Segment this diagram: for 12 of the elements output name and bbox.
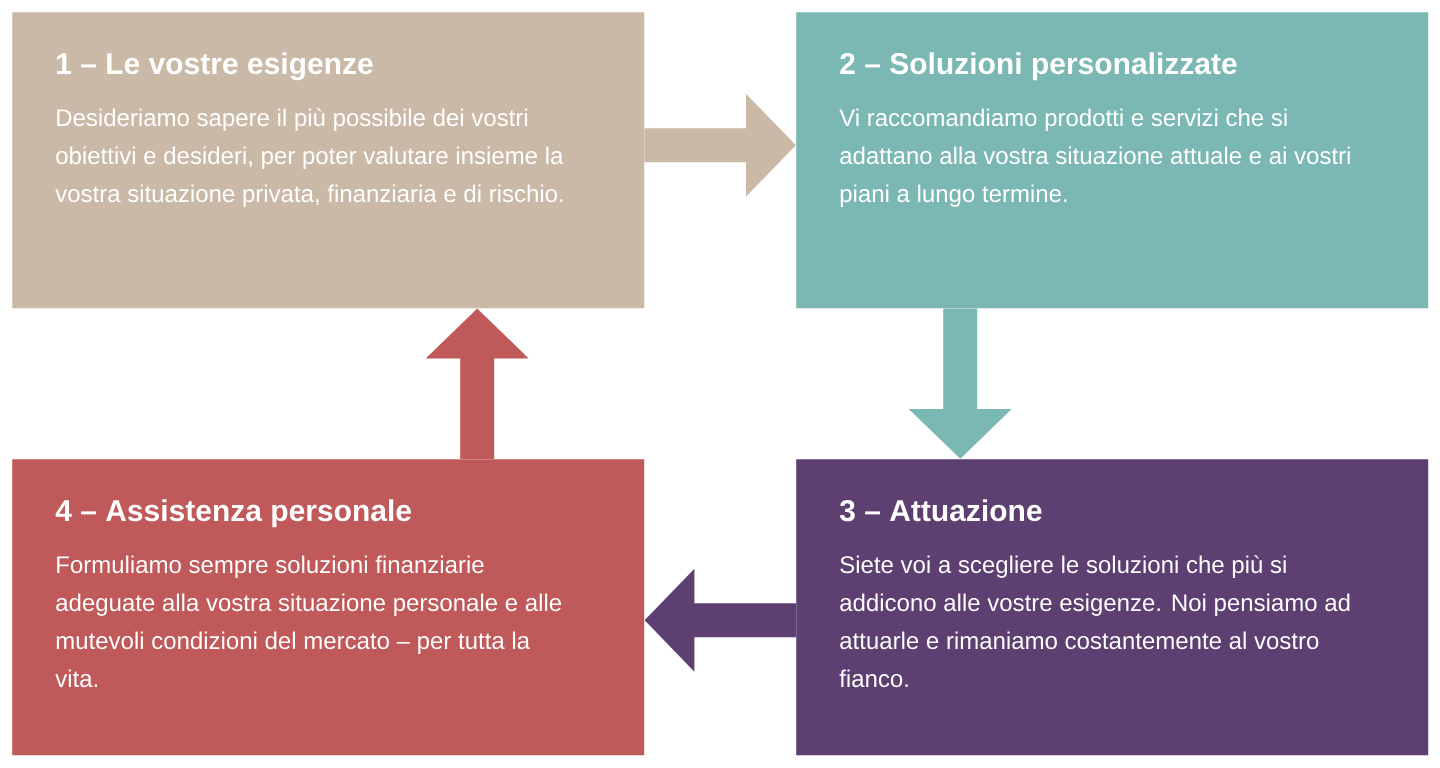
step-title: 1 – Le vostre esigenze — [57, 52, 373, 81]
step-title: 2 – Soluzioni personalizzate — [840, 52, 1237, 81]
step-box — [796, 12, 1429, 309]
step-description: Desideriamo sapere il più possibile dei vostri obiettivi e desideri, per poter valutare insieme la vostra situazione privata, finanziaria e di rischio. — [55, 108, 564, 207]
step-box — [12, 459, 645, 756]
step-box — [12, 12, 645, 309]
step-title: 4 – Assistenza personale — [55, 499, 411, 528]
step-description: Vi raccomandiamo prodotti e servizi che si adattano alla vostra situazione attuale e ai vostri piani a lungo termine. — [839, 108, 1350, 207]
step-title: 3 – Attuazione — [839, 499, 1042, 522]
step-description: Siete voi a scegliere le soluzioni che più si addicono alle vostre esigenze. Noi pensiamo ad attuarle e rimaniamo costantemente al vostro fianco. — [839, 555, 1350, 688]
step-box — [796, 459, 1429, 756]
step-description: Formuliamo sempre soluzioni finanziarie adeguate alla vostra situazione personale e alle mutevoli condizioni del mercato – per tutta la vita. — [55, 555, 562, 688]
